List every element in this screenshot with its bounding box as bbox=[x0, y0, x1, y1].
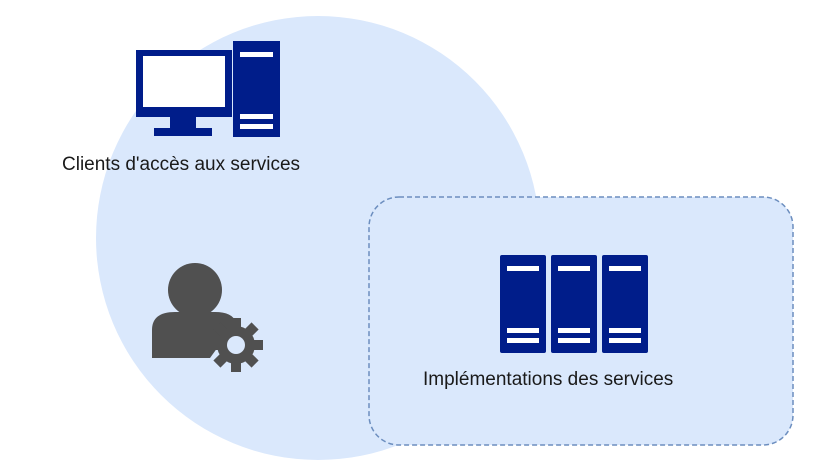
user-settings-icon bbox=[152, 263, 263, 372]
server-rack-icon bbox=[500, 255, 648, 353]
desktop-computer-icon bbox=[136, 41, 280, 137]
clients-label: Clients d'accès aux services bbox=[62, 154, 301, 175]
implementations-label: Implémentations des services bbox=[423, 369, 674, 390]
